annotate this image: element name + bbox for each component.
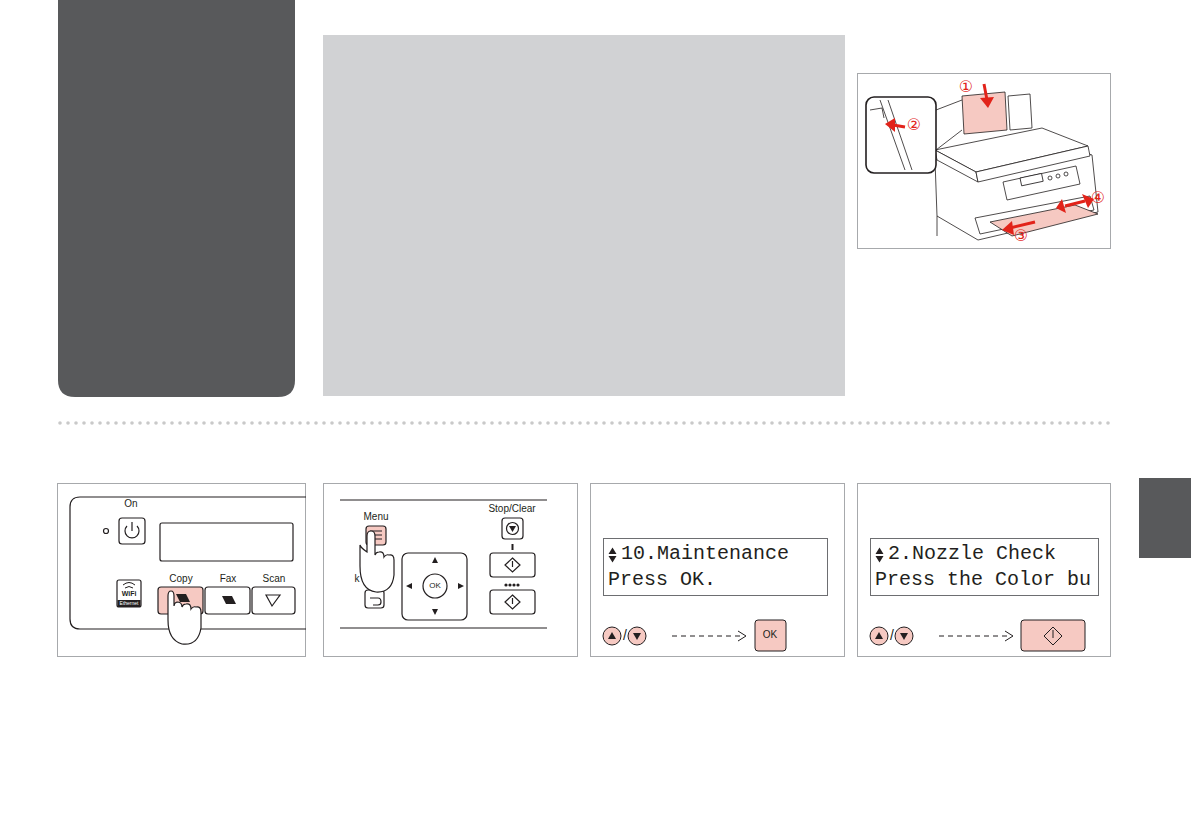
wifi-label: WiFi xyxy=(122,590,137,597)
callout-number: ② xyxy=(907,117,921,133)
lcd-screen: 10.MaintenancePress OK. xyxy=(603,538,828,596)
language-panel xyxy=(58,0,295,397)
note-box xyxy=(323,35,845,396)
lcd-screen: 2.Nozzle CheckPress the Color bu xyxy=(870,538,1099,596)
button-label: On xyxy=(124,499,137,509)
ethernet-label: Ethernet xyxy=(120,601,139,606)
lcd-line: Press the Color bu xyxy=(875,567,1094,593)
button-label: OK xyxy=(763,630,777,640)
printer-illustration xyxy=(866,92,1098,240)
control-panel xyxy=(70,497,306,644)
callout-number: ① xyxy=(959,79,973,95)
button-label: Copy xyxy=(169,574,192,584)
step-frames xyxy=(58,484,1111,657)
button-label: OK xyxy=(429,582,441,590)
callout-number: ④ xyxy=(1091,190,1105,206)
button-label: Fax xyxy=(220,574,237,584)
separator: / xyxy=(623,628,627,642)
button-label: Stop/Clear xyxy=(488,504,535,514)
lcd-line: Press OK. xyxy=(608,567,823,593)
button-label: k xyxy=(355,574,360,584)
lcd-line: 2.Nozzle Check xyxy=(875,541,1094,567)
callout-number: ③ xyxy=(1014,228,1028,244)
dotted-rule xyxy=(56,419,1114,425)
lcd-line: 10.Maintenance xyxy=(608,541,823,567)
button-sequence xyxy=(603,620,1085,651)
button-label: Menu xyxy=(363,512,388,522)
figure-frame xyxy=(858,74,1111,249)
callout-arrows xyxy=(885,84,1094,235)
scroll-icon xyxy=(608,547,617,563)
separator: / xyxy=(890,628,894,642)
chapter-tab xyxy=(1139,478,1191,558)
menu-panel xyxy=(340,500,547,628)
scroll-icon xyxy=(875,547,884,563)
button-label: Scan xyxy=(263,574,286,584)
